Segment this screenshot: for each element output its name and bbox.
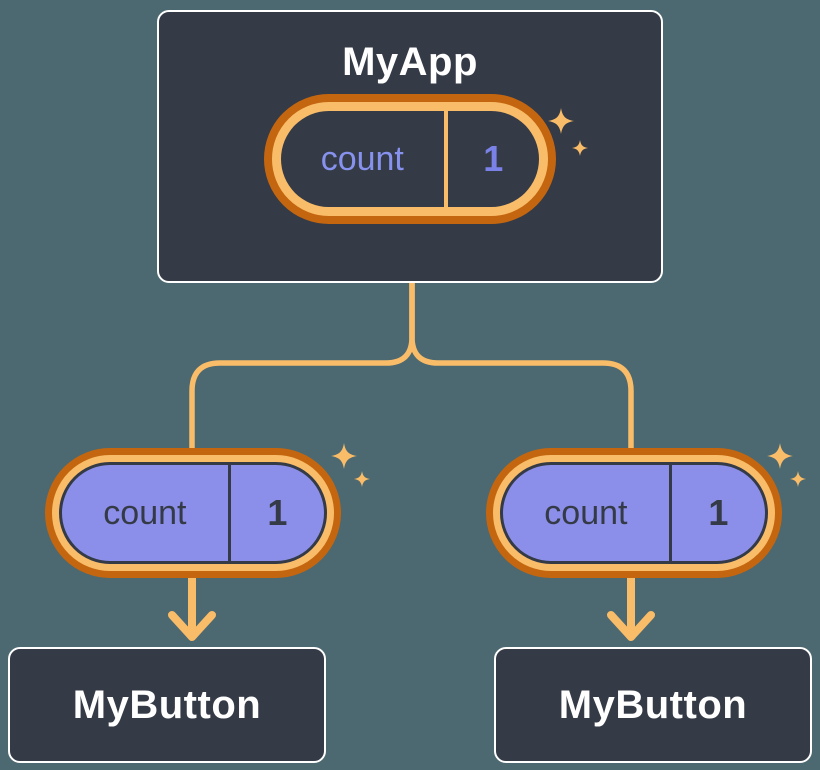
state-value-label: 1 [483, 138, 504, 179]
component-title-myapp: MyApp [342, 40, 478, 84]
prop-value-label: 1 [267, 492, 288, 533]
prop-value-label: 1 [708, 492, 729, 533]
component-node-mybutton-left: MyButton [8, 647, 326, 763]
arrow-left-head-icon [168, 611, 216, 641]
prop-pill-divider [227, 465, 231, 561]
component-title-mybutton-left: MyButton [72, 682, 262, 727]
component-title-mybutton-right: MyButton [558, 682, 748, 727]
component-node-mybutton-right: MyButton [494, 647, 812, 763]
connector-root-to-right-child [409, 282, 634, 455]
connector-root-to-left-child [189, 282, 415, 455]
prop-pill-right-core: count 1 [500, 462, 768, 564]
sparkle-icon [353, 470, 371, 488]
sparkle-icon [789, 470, 807, 488]
prop-pill-left: count 1 [45, 448, 341, 578]
prop-pill-divider [668, 465, 672, 561]
state-pill: count 1 [264, 94, 556, 224]
sparkle-icon [767, 443, 793, 469]
state-pill-divider [443, 111, 448, 207]
state-pill-core: count 1 [281, 111, 539, 207]
prop-name-label: count [103, 493, 187, 532]
prop-pill-left-core: count 1 [59, 462, 327, 564]
prop-name-label: count [544, 493, 628, 532]
state-name-label: count [320, 139, 404, 178]
component-node-myapp: MyApp count 1 [157, 10, 663, 283]
arrow-right-head-icon [607, 611, 655, 641]
prop-pill-right: count 1 [486, 448, 782, 578]
sparkle-icon [331, 443, 357, 469]
